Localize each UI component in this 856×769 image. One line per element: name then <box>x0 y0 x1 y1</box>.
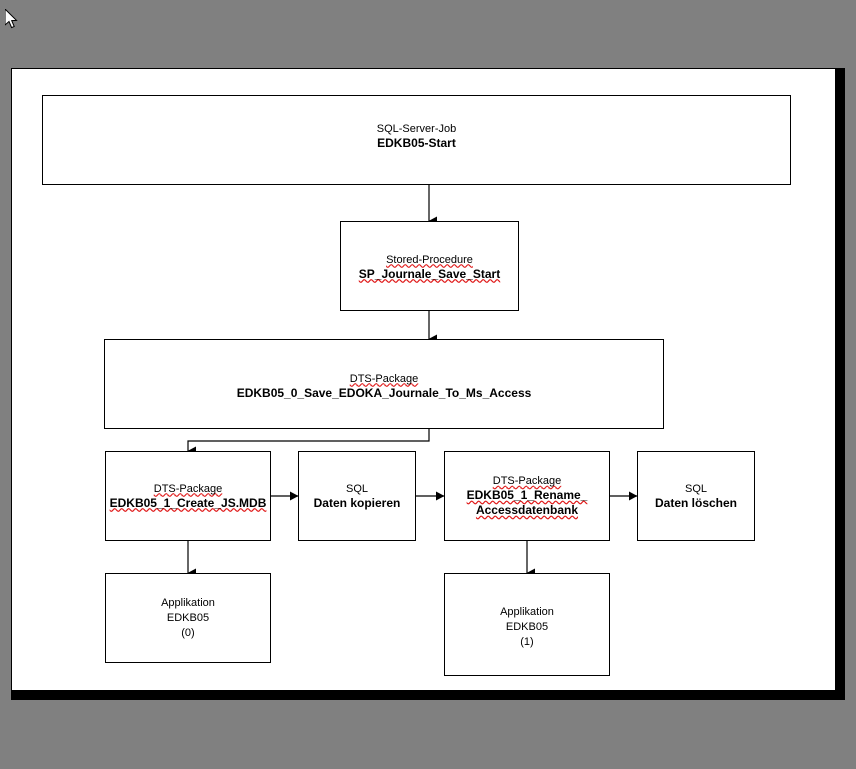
node-sql-server-job[interactable]: SQL-Server-Job EDKB05-Start <box>42 95 791 185</box>
node-kind-label: SQL <box>345 482 368 495</box>
node-stored-procedure[interactable]: Stored-Procedure SP_Journale_Save_Start <box>340 221 519 311</box>
node-kind-label: DTS-Package <box>153 482 223 495</box>
node-applikation-edkb05-0[interactable]: Applikation EDKB05 (0) <box>105 573 271 663</box>
node-line-1: Applikation <box>161 596 215 609</box>
node-dts-package-save-journale[interactable]: DTS-Package EDKB05_0_Save_EDOKA_Journale… <box>104 339 664 429</box>
node-name-label: Daten löschen <box>654 495 738 510</box>
document-page: SQL-Server-Job EDKB05-Start Stored-Proce… <box>11 68 836 691</box>
flowchart-connectors <box>187 185 638 578</box>
node-name-label: EDKB05_1_Create_JS.MDB <box>109 495 267 510</box>
node-name-label-line2: Accessdatenbank <box>475 503 579 517</box>
node-name-label: EDKB05-Start <box>377 135 456 150</box>
node-dts-package-rename-accessdatenbank[interactable]: DTS-Package EDKB05_1_Rename_ Accessdaten… <box>444 451 610 541</box>
node-name-label: SP_Journale_Save_Start <box>358 266 501 281</box>
node-line-3: (1) <box>520 636 534 648</box>
flowchart-canvas: SQL-Server-Job EDKB05-Start Stored-Proce… <box>12 69 835 690</box>
node-kind-label: Stored-Procedure <box>386 253 473 266</box>
node-kind-label: SQL-Server-Job <box>376 122 457 135</box>
node-name-label: EDKB05_0_Save_EDOKA_Journale_To_Ms_Acces… <box>236 385 532 400</box>
node-line-3: (0) <box>181 626 195 639</box>
node-line-1: Applikation <box>500 606 554 618</box>
node-sql-daten-kopieren[interactable]: SQL Daten kopieren <box>298 451 416 541</box>
node-kind-label: DTS-Package <box>349 372 419 385</box>
node-name-label: Daten kopieren <box>313 495 401 510</box>
node-line-2: EDKB05 <box>166 611 210 624</box>
node-name-label-line1: EDKB05_1_Rename_ <box>466 488 588 502</box>
node-kind-label: SQL <box>684 482 707 495</box>
arrow-pointer-cursor <box>5 9 18 29</box>
node-dts-package-create-js-mdb[interactable]: DTS-Package EDKB05_1_Create_JS.MDB <box>105 451 271 541</box>
node-line-2: EDKB05 <box>505 621 549 633</box>
node-sql-daten-loeschen[interactable]: SQL Daten löschen <box>637 451 755 541</box>
node-kind-label: DTS-Package <box>492 475 562 487</box>
edge-dts0-to-create <box>187 429 430 456</box>
node-applikation-edkb05-1[interactable]: Applikation EDKB05 (1) <box>444 573 610 676</box>
